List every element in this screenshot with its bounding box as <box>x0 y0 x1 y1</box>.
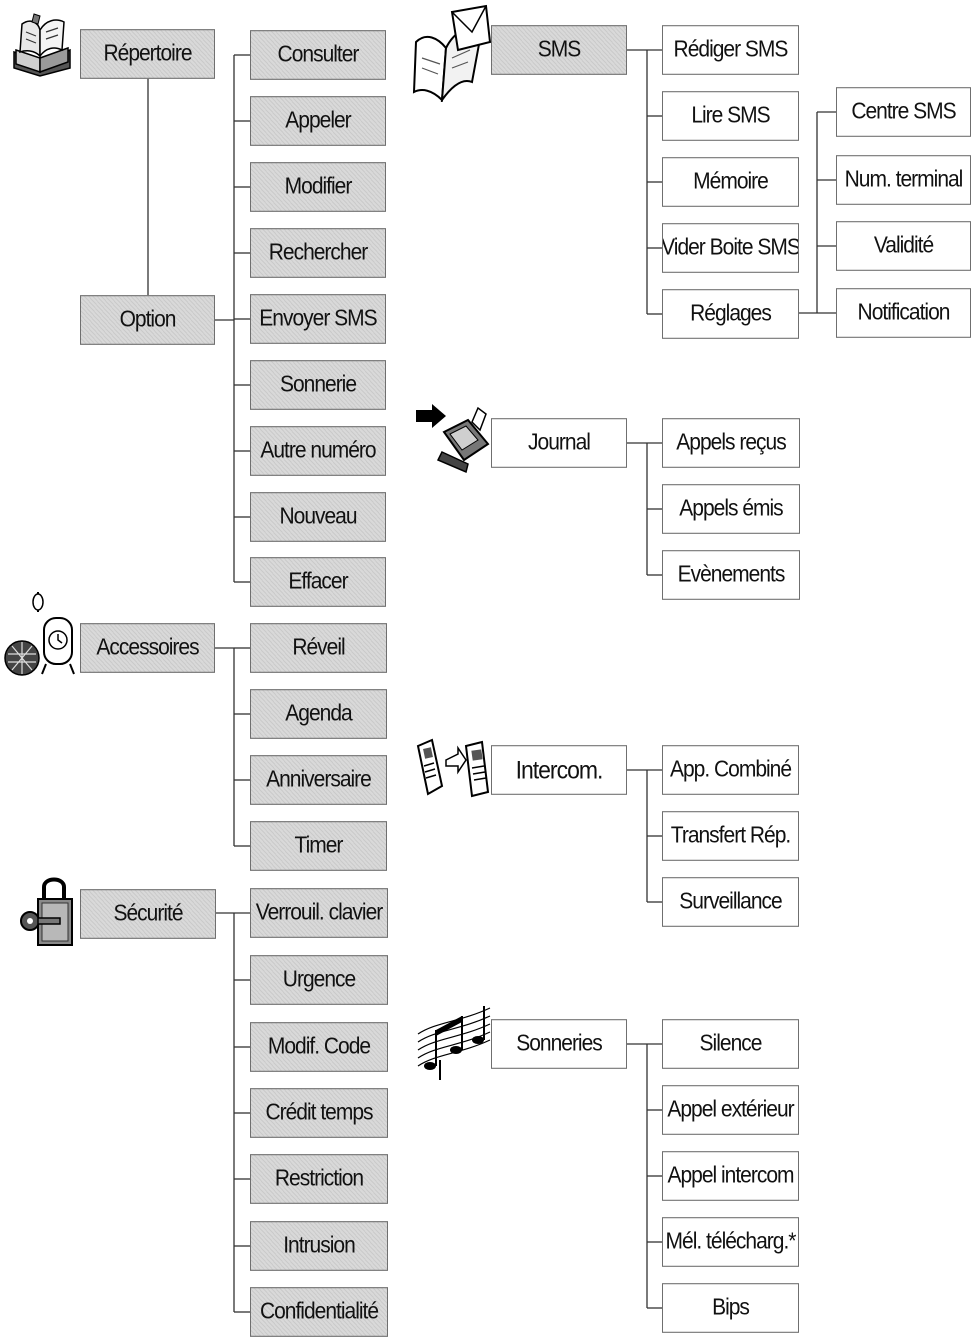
repertoire-box[interactable]: Répertoire <box>80 29 215 79</box>
phone-log-icon <box>416 404 490 474</box>
urgence-box[interactable]: Urgence <box>250 955 388 1005</box>
autre-numero-box[interactable]: Autre numéro <box>250 426 386 476</box>
sonneries-box[interactable]: Sonneries <box>491 1019 627 1069</box>
book-icon <box>13 13 71 77</box>
verrouil-clavier-box[interactable]: Verrouil. clavier <box>250 888 388 938</box>
timer-box[interactable]: Timer <box>250 821 387 871</box>
nouveau-box[interactable]: Nouveau <box>250 492 386 542</box>
intercom-box[interactable]: Intercom. <box>491 745 627 795</box>
envoyer-sms-box[interactable]: Envoyer SMS <box>250 294 386 344</box>
option-box[interactable]: Option <box>80 295 215 345</box>
surveillance-box[interactable]: Surveillance <box>662 877 799 927</box>
transfert-rep-box[interactable]: Transfert Rép. <box>662 811 799 861</box>
rechercher-box[interactable]: Rechercher <box>250 228 386 278</box>
credit-temps-box[interactable]: Crédit temps <box>250 1088 388 1138</box>
modif-code-box[interactable]: Modif. Code <box>250 1022 388 1072</box>
sonnerie-box[interactable]: Sonnerie <box>250 360 386 410</box>
lire-sms-box[interactable]: Lire SMS <box>662 91 799 141</box>
effacer-box[interactable]: Effacer <box>250 557 386 607</box>
securite-box[interactable]: Sécurité <box>80 889 216 939</box>
appel-exterieur-box[interactable]: Appel extérieur <box>662 1085 799 1135</box>
app-combine-box[interactable]: App. Combiné <box>662 745 799 795</box>
appel-intercom-box[interactable]: Appel intercom <box>662 1151 799 1201</box>
padlock-key-icon <box>20 877 73 946</box>
evenements-box[interactable]: Evènements <box>662 550 800 600</box>
notification-box[interactable]: Notification <box>836 288 971 338</box>
reveil-box[interactable]: Réveil <box>250 623 387 673</box>
vider-boite-sms-box[interactable]: Vider Boite SMS <box>662 223 799 273</box>
restriction-box[interactable]: Restriction <box>250 1154 388 1204</box>
silence-box[interactable]: Silence <box>662 1019 799 1069</box>
validite-box[interactable]: Validité <box>836 221 971 271</box>
journal-box[interactable]: Journal <box>491 418 627 468</box>
modifier-box[interactable]: Modifier <box>250 162 386 212</box>
anniversaire-box[interactable]: Anniversaire <box>250 755 387 805</box>
memoire-box[interactable]: Mémoire <box>662 157 799 207</box>
accessoires-box[interactable]: Accessoires <box>80 623 215 673</box>
centre-sms-box[interactable]: Centre SMS <box>836 87 971 137</box>
bips-box[interactable]: Bips <box>662 1283 799 1333</box>
rediger-sms-box[interactable]: Rédiger SMS <box>662 25 799 75</box>
mel-telecharg-box[interactable]: Mél. télécharg.* <box>662 1217 799 1267</box>
appels-emis-box[interactable]: Appels émis <box>662 484 800 534</box>
appeler-box[interactable]: Appeler <box>250 96 386 146</box>
confidentialite-box[interactable]: Confidentialité <box>250 1287 388 1337</box>
agenda-box[interactable]: Agenda <box>250 689 387 739</box>
num-terminal-box[interactable]: Num. terminal <box>836 155 971 205</box>
alarm-clock-icon <box>4 592 75 676</box>
music-notes-icon <box>417 1006 491 1080</box>
sms-box[interactable]: SMS <box>491 25 627 75</box>
intrusion-box[interactable]: Intrusion <box>250 1221 388 1271</box>
appels-recus-box[interactable]: Appels reçus <box>662 418 800 468</box>
handsets-icon <box>416 738 490 798</box>
consulter-box[interactable]: Consulter <box>250 30 386 80</box>
reglages-box[interactable]: Réglages <box>662 289 799 339</box>
envelope-letter-icon <box>412 4 492 102</box>
